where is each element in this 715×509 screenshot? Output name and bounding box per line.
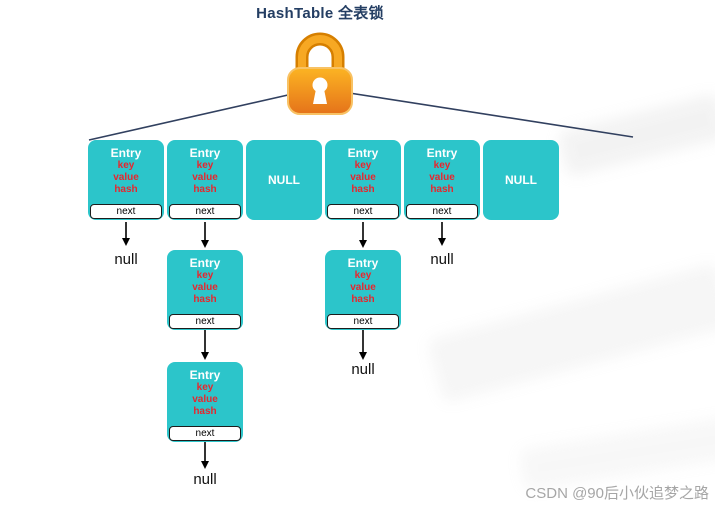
entry-title: Entry xyxy=(426,146,458,160)
entry-value: value xyxy=(192,282,218,293)
entry-key: key xyxy=(196,160,214,171)
entry-key: key xyxy=(196,382,214,393)
entry-title: Entry xyxy=(347,256,379,270)
entry-hash: hash xyxy=(193,294,217,305)
arrow-down-icon xyxy=(201,240,209,248)
entry-title: Entry xyxy=(347,146,379,160)
null-terminal: null xyxy=(114,251,138,268)
entry-hash: hash xyxy=(114,184,138,195)
arrow-down-icon xyxy=(122,238,130,246)
null-terminal: null xyxy=(351,361,375,378)
next-pointer: next xyxy=(406,204,478,219)
background-smudge xyxy=(518,410,715,492)
entry-value: value xyxy=(429,172,455,183)
next-pointer: next xyxy=(169,204,241,219)
bucket-5-null: NULL xyxy=(483,140,559,220)
chain-node: Entry key value hash next xyxy=(325,250,401,330)
entry-key: key xyxy=(354,160,372,171)
next-pointer: next xyxy=(327,204,399,219)
entry-value: value xyxy=(350,172,376,183)
watermark: CSDN @90后小伙追梦之路 xyxy=(525,485,709,502)
entry-hash: hash xyxy=(430,184,454,195)
next-pointer: next xyxy=(169,426,241,441)
bucket-1-entry: Entry key value hash next xyxy=(167,140,243,220)
entry-title: Entry xyxy=(110,146,142,160)
entry-hash: hash xyxy=(351,184,375,195)
bucket-3-entry: Entry key value hash next xyxy=(325,140,401,220)
background-smudge xyxy=(426,262,715,404)
entry-hash: hash xyxy=(351,294,375,305)
entry-key: key xyxy=(196,270,214,281)
chain-node: Entry key value hash next xyxy=(167,250,243,330)
entry-value: value xyxy=(113,172,139,183)
entry-key: key xyxy=(117,160,135,171)
entry-value: value xyxy=(350,282,376,293)
bucket-2-null: NULL xyxy=(246,140,322,220)
arrow-down-icon xyxy=(201,352,209,360)
null-terminal: null xyxy=(430,251,454,268)
bucket-4-entry: Entry key value hash next xyxy=(404,140,480,220)
arrow-down-icon xyxy=(201,461,209,469)
background-smudge xyxy=(556,92,715,178)
arrow-down-icon xyxy=(359,352,367,360)
chain-node: Entry key value hash next xyxy=(167,362,243,442)
arrow-down-icon xyxy=(359,240,367,248)
arrow-down-icon xyxy=(438,238,446,246)
lock-icon xyxy=(287,32,353,115)
entry-title: Entry xyxy=(189,256,221,270)
next-pointer: next xyxy=(90,204,162,219)
entry-key: key xyxy=(354,270,372,281)
entry-hash: hash xyxy=(193,406,217,417)
entry-title: Entry xyxy=(189,368,221,382)
entry-title: Entry xyxy=(189,146,221,160)
page-title: HashTable 全表锁 xyxy=(256,5,384,22)
entry-hash: hash xyxy=(193,184,217,195)
entry-key: key xyxy=(433,160,451,171)
null-terminal: null xyxy=(193,471,217,488)
bucket-0-entry: Entry key value hash next xyxy=(88,140,164,220)
entry-value: value xyxy=(192,394,218,405)
next-pointer: next xyxy=(169,314,241,329)
entry-value: value xyxy=(192,172,218,183)
next-pointer: next xyxy=(327,314,399,329)
